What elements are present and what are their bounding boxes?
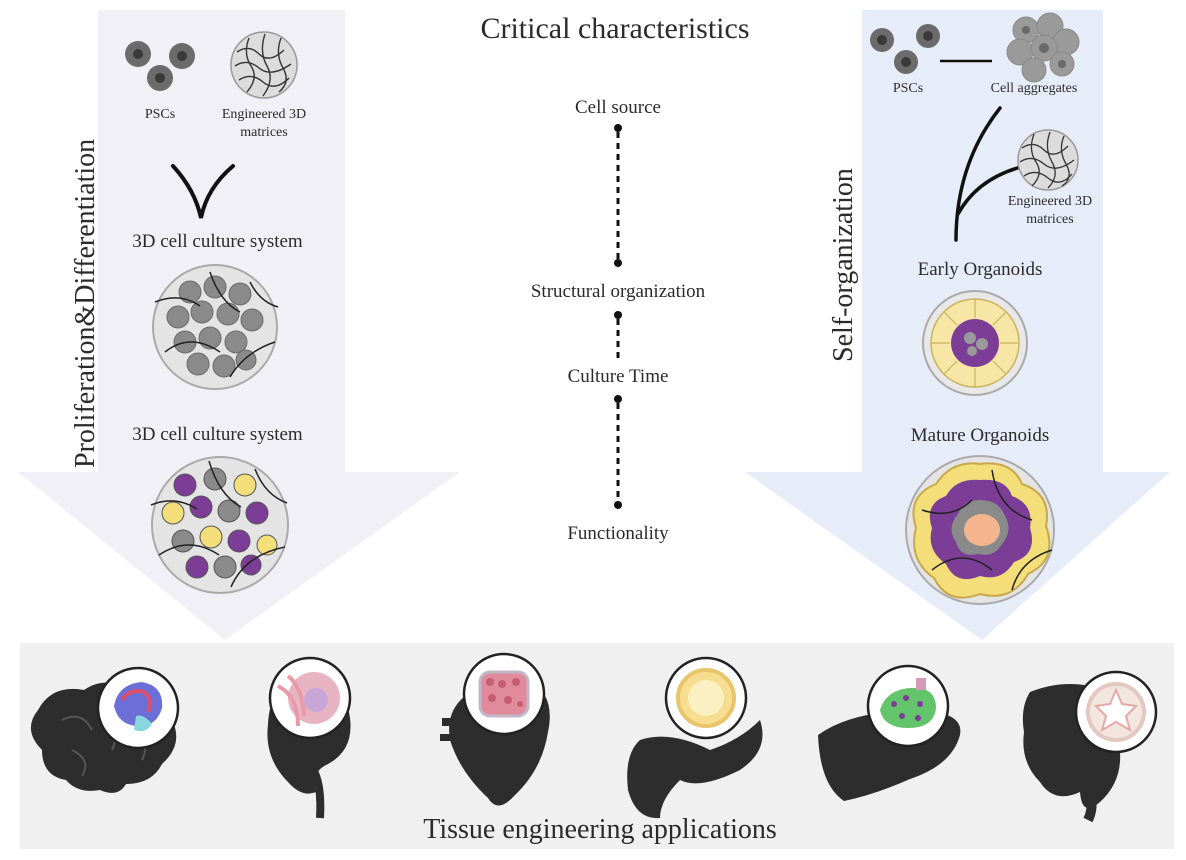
culture-system-sphere [152, 264, 279, 390]
timeline-dot-3 [614, 311, 622, 319]
left-psc-label: PSCs [144, 107, 176, 122]
cell-aggregate-icon [1006, 12, 1080, 83]
left-system-label-2: 3D cell culture system [132, 424, 303, 445]
timeline-item-functionality: Functionality [567, 523, 669, 544]
aggregate-arrow-line [940, 59, 992, 63]
intestine-organoid-circle [1074, 670, 1158, 754]
timeline-dot-5 [614, 501, 622, 509]
kidney-organoid-circle [268, 656, 352, 740]
timeline-connector [614, 124, 622, 509]
mature-organoids-label: Mature Organoids [910, 425, 1050, 446]
left-system-label-1: 3D cell culture system [132, 231, 303, 252]
matrix-sphere-icon [230, 31, 298, 99]
merge-curve-icon [171, 164, 235, 219]
right-matrix-sphere-icon [1017, 129, 1079, 191]
page-title: Critical characteristics [480, 12, 750, 45]
pancreas-organoid-circle [664, 656, 748, 740]
left-matrix-label: Engineered 3D matrices [221, 107, 307, 140]
timeline-item-culture-time: Culture Time [567, 366, 669, 387]
timeline-dot-1 [614, 124, 622, 132]
right-psc-cells-icon [870, 24, 940, 74]
right-matrix-label: Engineered 3D matrices [1007, 194, 1093, 227]
differentiated-culture-sphere [150, 456, 289, 594]
pancreas-icon [627, 720, 763, 819]
early-organoid-icon [922, 290, 1028, 396]
right-aggregate-label: Cell aggregates [990, 81, 1078, 96]
right-vertical-heading: Self-organization [828, 168, 859, 362]
timeline-item-structural-organization: Structural organization [530, 281, 706, 302]
bottom-band [20, 643, 1174, 849]
timeline-item-cell-source: Cell source [574, 97, 661, 118]
heart-organoid-circle [462, 652, 546, 736]
left-vertical-heading: Proliferation&Differentiation [70, 138, 101, 468]
psc-cells-icon [125, 41, 195, 91]
timeline-dot-2 [614, 259, 622, 267]
timeline-dot-4 [614, 395, 622, 403]
brain-organoid-circle [96, 666, 180, 750]
liver-organoid-circle [866, 664, 950, 748]
bottom-label: Tissue engineering applications [423, 814, 777, 845]
right-psc-label: PSCs [892, 81, 924, 96]
mature-organoid-icon [905, 455, 1055, 605]
early-organoids-label: Early Organoids [917, 259, 1043, 280]
